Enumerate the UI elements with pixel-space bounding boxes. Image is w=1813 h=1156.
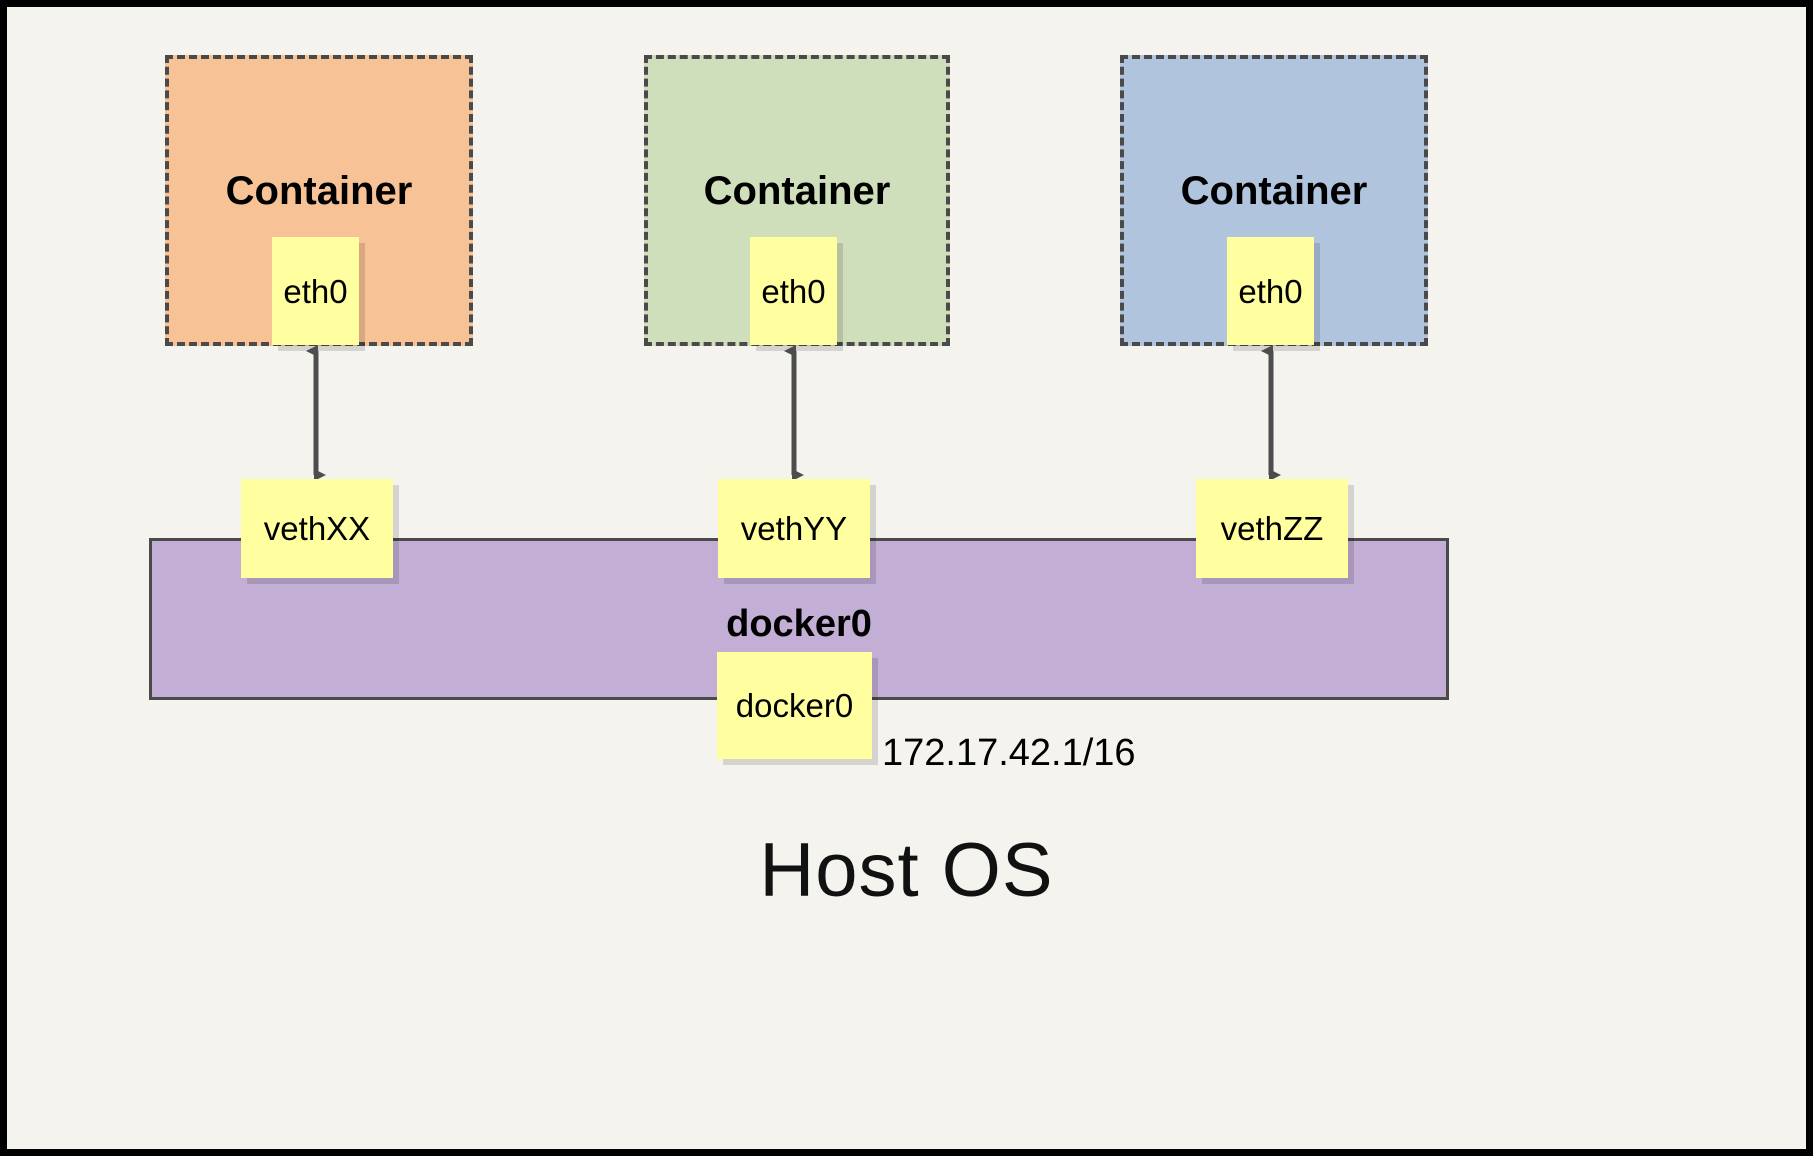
container-title-1: Container xyxy=(225,169,413,213)
host-os-label: Host OS xyxy=(759,828,1054,913)
veth-box-1: vethXX xyxy=(241,479,393,578)
veth-box-2: vethYY xyxy=(718,479,870,578)
docker0-interface-box: docker0 xyxy=(717,652,872,759)
docker0-ip-label: 172.17.42.1/16 xyxy=(882,732,1136,774)
veth-link-arrow-2 xyxy=(784,345,804,481)
eth0-box-3: eth0 xyxy=(1227,237,1314,345)
eth0-box-2: eth0 xyxy=(750,237,837,345)
veth-box-3: vethZZ xyxy=(1196,479,1348,578)
veth-link-arrow-3 xyxy=(1261,345,1281,481)
container-title-3: Container xyxy=(1180,169,1368,213)
docker0-bridge-label: docker0 xyxy=(726,603,872,645)
eth0-box-1: eth0 xyxy=(272,237,359,345)
container-title-2: Container xyxy=(703,169,891,213)
veth-link-arrow-1 xyxy=(306,345,326,481)
